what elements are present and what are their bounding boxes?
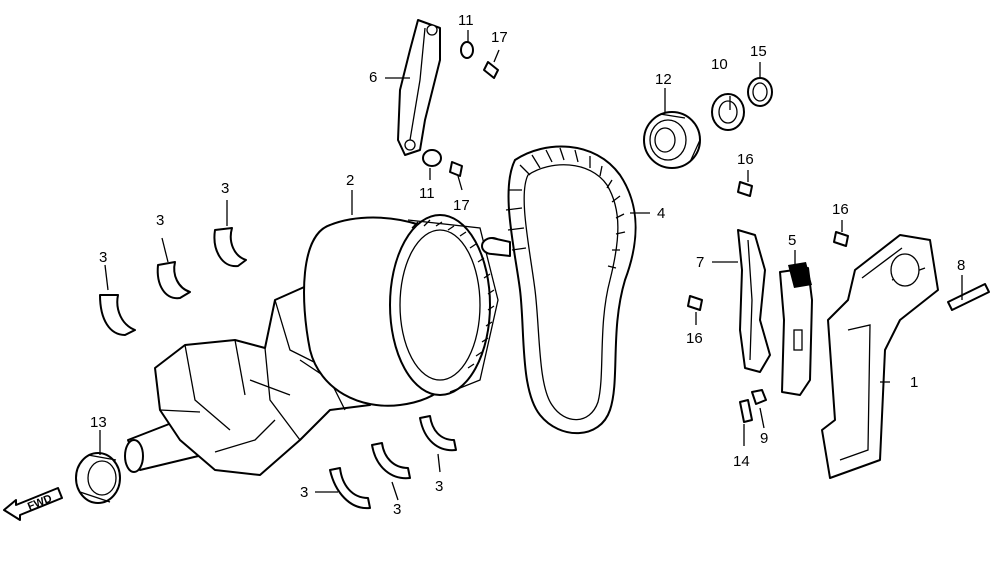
- label-3-c: 3: [221, 180, 229, 197]
- bearing-shell-a: [99, 294, 136, 336]
- label-6: 6: [369, 69, 377, 86]
- oil-seal: [75, 452, 121, 504]
- bolt-16-a: [737, 181, 753, 197]
- label-3-f: 3: [435, 478, 443, 495]
- cover-plate: [821, 234, 939, 479]
- bolt-16-c: [687, 295, 703, 311]
- bolt-8: [947, 283, 990, 311]
- bearing-shells: [99, 227, 457, 510]
- label-3-a: 3: [99, 249, 107, 266]
- label-3-e: 3: [393, 501, 401, 518]
- label-2: 2: [346, 172, 354, 189]
- label-17-a: 17: [491, 29, 508, 46]
- chain-guide: [737, 229, 771, 373]
- bearing-shell-e: [371, 442, 411, 480]
- bolt-17-lower: [449, 161, 463, 177]
- label-16-b: 16: [832, 201, 849, 218]
- label-11-a: 11: [458, 12, 474, 29]
- label-8: 8: [957, 257, 965, 274]
- bearing-shell-f: [419, 415, 457, 452]
- callouts: 1 2 3 3 3 3 3 3 4 5 6 7 8 9 10 11 11 12 …: [90, 12, 965, 518]
- bearing-shell-d: [329, 467, 371, 510]
- washer-11-upper: [460, 41, 474, 59]
- label-13: 13: [90, 414, 107, 431]
- fwd-label: FWD: [26, 492, 54, 513]
- tensioner-arm-upper: [397, 19, 441, 156]
- label-17-b: 17: [453, 197, 470, 214]
- bearing: [643, 111, 701, 169]
- flywheel-gear: [303, 214, 511, 407]
- bolt-16-b: [833, 231, 849, 247]
- bolt-17-upper: [483, 61, 499, 79]
- label-9: 9: [760, 430, 768, 447]
- nut-9: [751, 389, 767, 405]
- label-16-c: 16: [686, 330, 703, 347]
- label-11-b: 11: [419, 185, 435, 202]
- label-14: 14: [733, 453, 750, 470]
- fwd-arrow: FWD: [3, 487, 63, 521]
- label-3-d: 3: [300, 484, 308, 501]
- label-10: 10: [711, 56, 728, 73]
- bearing-shell-c: [213, 227, 247, 268]
- label-15: 15: [750, 43, 767, 60]
- label-3-b: 3: [156, 212, 164, 229]
- washer-ring: [711, 93, 745, 131]
- chain-tensioner: [779, 262, 813, 396]
- pin-14: [739, 399, 753, 423]
- cam-chain: [505, 145, 637, 435]
- label-4: 4: [657, 205, 665, 222]
- label-7: 7: [696, 254, 704, 271]
- label-16-a: 16: [737, 151, 754, 168]
- washer-11-lower: [422, 149, 442, 167]
- label-1: 1: [910, 374, 918, 391]
- bearing-shell-b: [156, 261, 191, 300]
- leader-lines: [99, 30, 963, 501]
- label-5: 5: [788, 232, 796, 249]
- circlip: [747, 77, 773, 107]
- label-12: 12: [655, 71, 672, 88]
